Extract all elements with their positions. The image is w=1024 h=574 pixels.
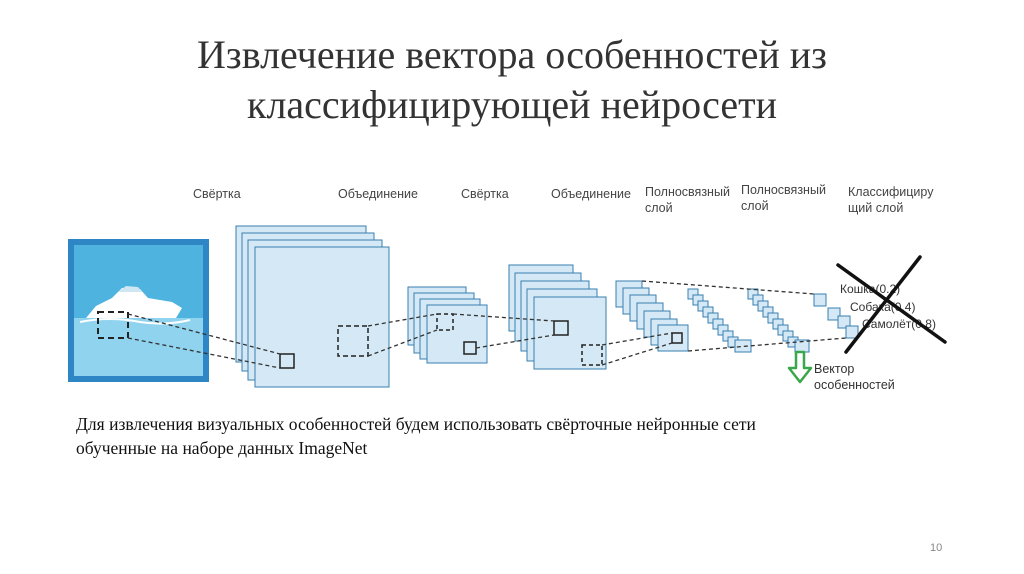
page-number: 10 xyxy=(930,542,943,554)
label-classifier: Классифициру щий слой xyxy=(848,184,933,216)
conv2-unit xyxy=(553,320,569,336)
pool1-window xyxy=(436,313,454,331)
label-conv1: Свёртка xyxy=(193,187,241,201)
label-fc1: Полносвязный слой xyxy=(645,184,730,216)
cross-mark xyxy=(836,255,947,354)
input-image xyxy=(68,239,209,382)
boat-cabin xyxy=(118,286,142,292)
classifier-neuron xyxy=(837,315,851,329)
conv1-stack xyxy=(235,225,390,388)
feature-vector-label: Вектор особенностей xyxy=(814,361,895,393)
pool2-unit xyxy=(671,332,683,344)
conv2-receptive-box xyxy=(581,344,603,366)
classifier-stack xyxy=(813,293,859,339)
projection-lines xyxy=(127,280,847,369)
description-line2: обученные на наборе данных ImageNet xyxy=(76,438,368,458)
down-arrow-icon xyxy=(787,350,813,384)
boat-icon xyxy=(86,288,182,318)
title-line-2: классифицирующей нейросети xyxy=(247,82,777,127)
fc2-stack xyxy=(747,288,810,353)
label-fc2: Полносвязный слой xyxy=(741,182,826,214)
label-classifier-line1: Классифициру xyxy=(848,185,934,199)
conv1-map xyxy=(254,246,390,388)
input-image-water xyxy=(74,318,203,376)
title-line-1: Извлечение вектора особенностей из xyxy=(197,32,827,77)
label-fc1-line2: слой xyxy=(645,201,673,215)
fc1-neuron xyxy=(734,339,752,353)
label-pool1: Объединение xyxy=(338,187,418,201)
conv1-receptive-box xyxy=(337,325,369,357)
conv1-unit xyxy=(279,353,295,369)
label-conv2: Свёртка xyxy=(461,187,509,201)
classifier-neuron xyxy=(827,307,841,321)
conv2-map xyxy=(533,296,607,370)
conv2-stack xyxy=(508,264,607,370)
pool1-stack xyxy=(407,286,488,364)
classifier-neuron xyxy=(813,293,827,307)
feature-vector-line1: Вектор xyxy=(814,362,855,376)
label-classifier-line2: щий слой xyxy=(848,201,904,215)
label-fc2-line1: Полносвязный xyxy=(741,183,826,197)
receptive-field-box xyxy=(97,311,129,339)
feature-vector-line2: особенностей xyxy=(814,378,895,392)
slide-title: Извлечение вектора особенностей из класс… xyxy=(0,30,1024,130)
description: Для извлечения визуальных особенностей б… xyxy=(76,412,956,460)
label-fc2-line2: слой xyxy=(741,199,769,213)
classifier-neuron xyxy=(845,325,859,339)
pool2-stack xyxy=(615,280,689,352)
label-pool2: Объединение xyxy=(551,187,631,201)
pool2-map xyxy=(657,324,689,352)
label-fc1-line1: Полносвязный xyxy=(645,185,730,199)
fc1-stack xyxy=(687,288,752,353)
description-line1: Для извлечения визуальных особенностей б… xyxy=(76,414,756,434)
